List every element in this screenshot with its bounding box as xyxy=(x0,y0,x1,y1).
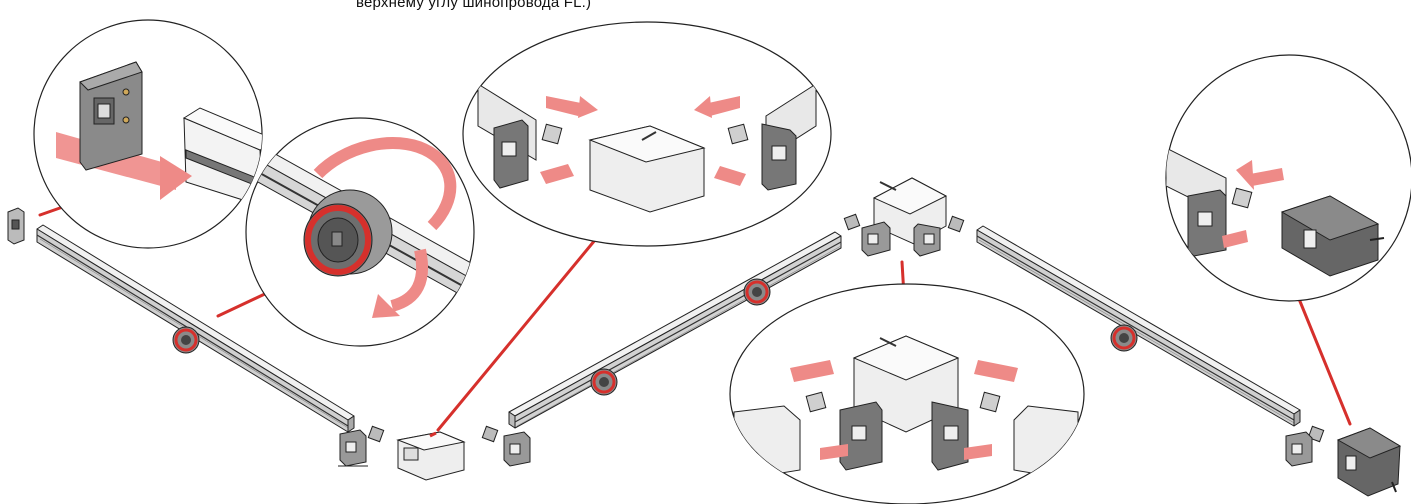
detail-ellipse-corner-bottom xyxy=(729,283,1085,504)
detail-circle-adapter xyxy=(245,117,475,347)
corner-assembly-top xyxy=(843,177,965,257)
end-cap-bottom-right xyxy=(1285,431,1313,467)
end-feed-unit xyxy=(1336,427,1402,497)
detail-circle-end-feed xyxy=(1165,54,1411,302)
corner-piece-bottom xyxy=(396,431,466,481)
end-cap-bottom-middle xyxy=(503,431,531,467)
end-cap-bottom-left xyxy=(338,429,368,467)
rail-adapter-4 xyxy=(1110,324,1138,352)
detail-circle-end-cap xyxy=(33,19,263,249)
connector-chip-2 xyxy=(481,425,499,443)
detail-ellipse-corner-top xyxy=(462,21,832,247)
busbar-rail-right xyxy=(976,225,1301,427)
rail-adapter-1 xyxy=(172,326,200,354)
instruction-caption: верхнему углу шинопровода FL.) xyxy=(356,0,592,11)
end-cap-left xyxy=(7,207,25,245)
connector-chip-1 xyxy=(367,425,385,443)
rail-adapter-3 xyxy=(590,368,618,396)
rail-adapter-2 xyxy=(743,278,771,306)
